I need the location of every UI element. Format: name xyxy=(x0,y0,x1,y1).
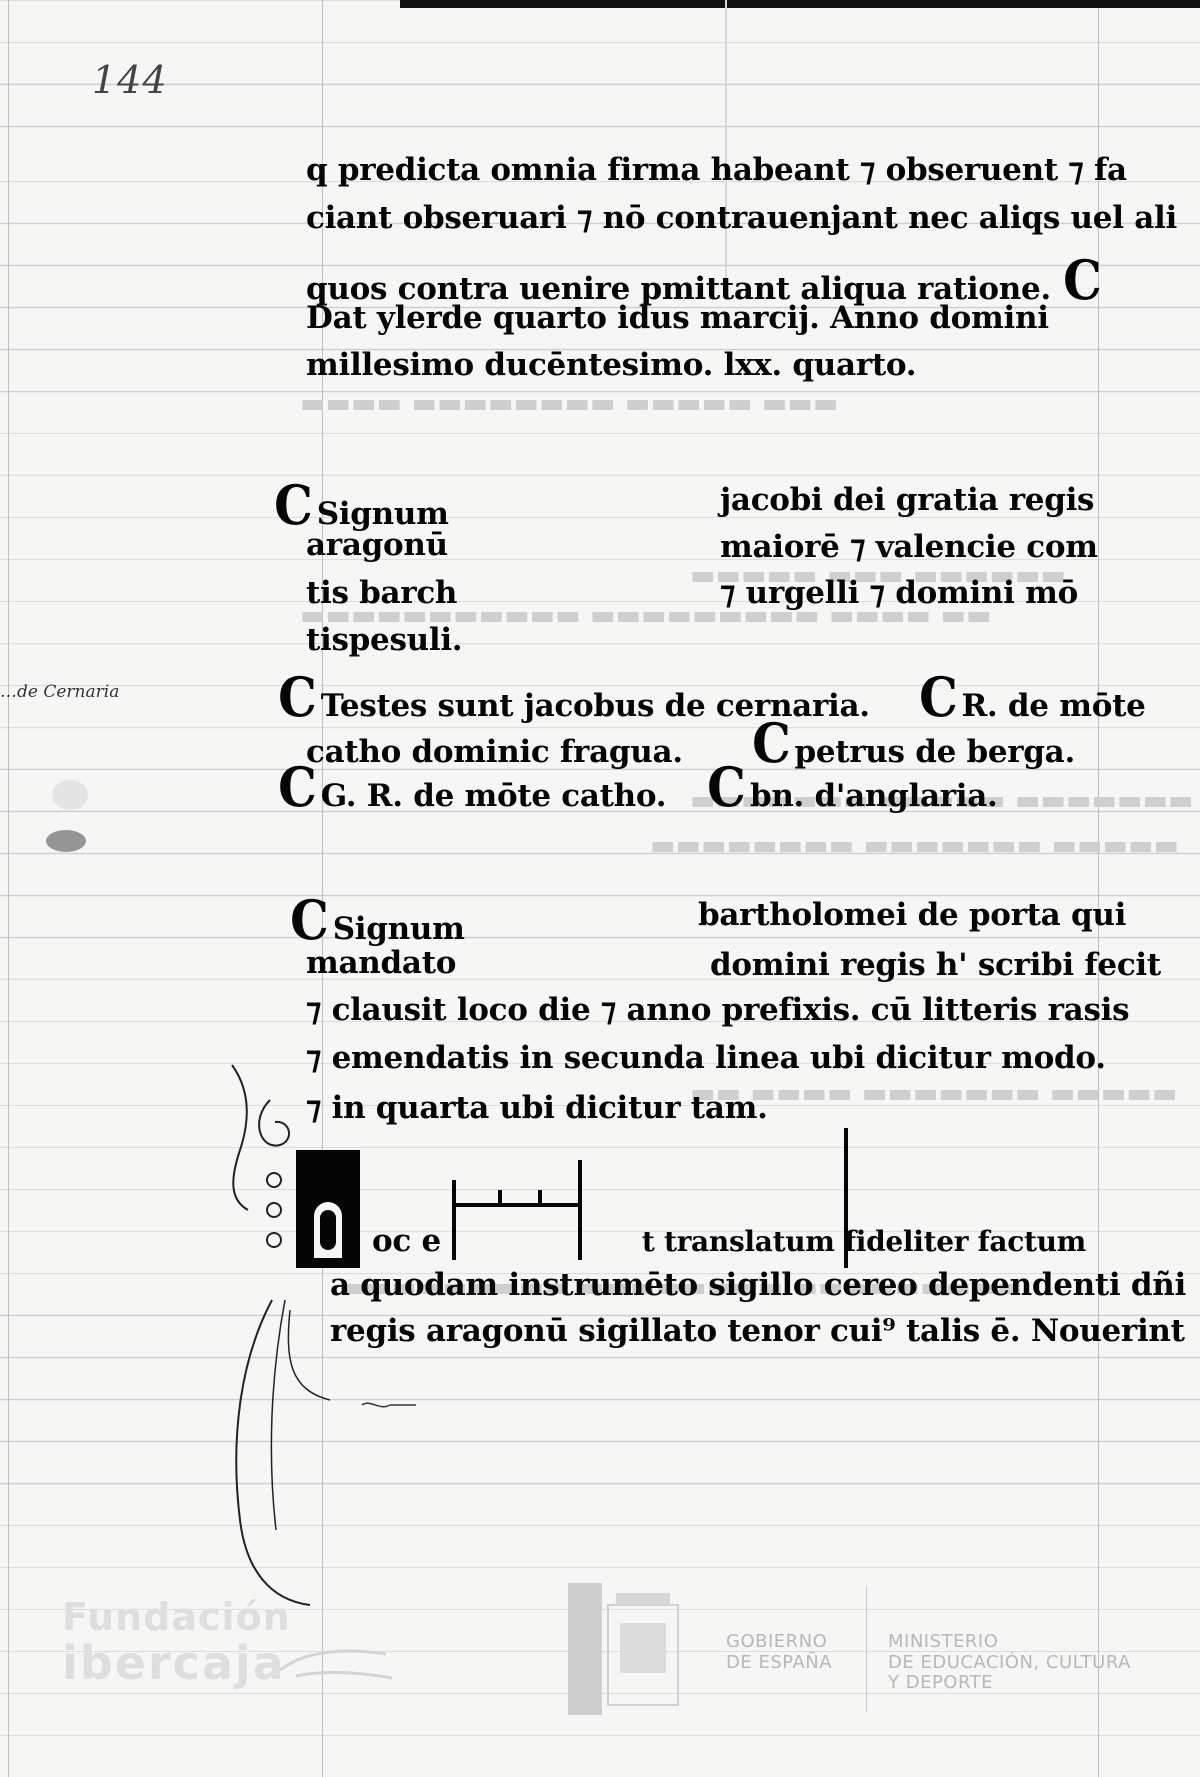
rubric-mark: C xyxy=(278,665,317,729)
signum2-full-2: ⁊ emendatis in secunda linea ubi dicitur… xyxy=(306,1040,1106,1076)
witness-3b: bn. d'anglaria. xyxy=(749,778,998,814)
signum1-left-2: aragonū xyxy=(306,527,448,563)
signum2-left-2: mandato xyxy=(306,945,457,981)
signum1-left-3: tis barch xyxy=(306,575,458,611)
section3-line-3: regis aragonū sigillato tenor cui⁹ talis… xyxy=(330,1313,1185,1349)
rubric-mark: C xyxy=(278,755,317,819)
decorated-initial-h: h xyxy=(296,1150,360,1268)
witness-1a: Testes sunt jacobus de cernaria. xyxy=(320,688,870,724)
ministerio-text: MINISTERIO DE EDUCACIÓN, CULTURA Y DEPOR… xyxy=(888,1631,1131,1694)
witness-1b: R. de mōte xyxy=(961,688,1146,724)
signum2-full-1: ⁊ clausit loco die ⁊ anno prefixis. cū l… xyxy=(306,992,1130,1028)
signum1-right-3: ⁊ urgelli ⁊ domini mō xyxy=(720,575,1079,611)
signum1-right-1: jacobi dei gratia regis xyxy=(720,482,1095,518)
initial-flourish xyxy=(231,1064,331,1606)
ministerio-line-3: Y DEPORTE xyxy=(888,1672,994,1694)
ink-dash xyxy=(361,1402,416,1408)
scan-top-shadow xyxy=(400,0,1200,8)
section3-line-2: a quodam instrumēto sigillo cereo depend… xyxy=(330,1267,1186,1303)
ministerio-line-2: DE EDUCACIÓN, CULTURA xyxy=(888,1651,1131,1673)
ink-smudge xyxy=(46,830,86,852)
section3-line-1a: oc e xyxy=(372,1223,441,1259)
section3-line-1: oc e t translatum fideliter factum xyxy=(372,1226,1086,1257)
signum1-left-1-text: Signum xyxy=(316,496,449,532)
signum-vertical-stroke xyxy=(844,1128,848,1268)
ministerio-line-1: MINISTERIO xyxy=(888,1631,999,1652)
bleed-through: ▬▬▬▬▬ ▬▬▬▬▬▬▬ ▬▬▬▬▬▬▬▬ xyxy=(650,830,1180,861)
gobierno-espana-text: GOBIERNO DE ESPAÑA xyxy=(726,1631,833,1673)
rubric-mark: C xyxy=(274,473,313,537)
text-line-3-content: quos contra uenire pmittant aliqua ratio… xyxy=(306,271,1051,307)
witness-2b: petrus de berga. xyxy=(794,734,1075,770)
margin-annotation: …de Cernaria xyxy=(0,682,120,702)
signum2-right-1: bartholomei de porta qui xyxy=(698,897,1127,933)
margin-rule-right xyxy=(1098,0,1099,1777)
text-line-1: q predicta omnia firma habeant ⁊ obserue… xyxy=(306,152,1127,188)
rubric-mark: C xyxy=(918,665,958,729)
gobierno-line-2: DE ESPAÑA xyxy=(726,1651,833,1673)
text-line-2: ciant obseruari ⁊ nō contrauenjant nec a… xyxy=(306,200,1177,236)
text-line-4: Dat ylerde quarto idus marcij. Anno domi… xyxy=(306,300,1049,336)
witness-2a: catho dominic fragua. xyxy=(306,734,683,770)
text-line-5: millesimo ducēntesimo. lxx. quarto. xyxy=(306,347,917,383)
margin-rule-left xyxy=(322,0,323,1777)
rubric-mark: C xyxy=(1063,248,1103,312)
section3-line-1b: t translatum fideliter factum xyxy=(641,1225,1087,1258)
fundacion-ibercaja-logo: Fundación ibercaja xyxy=(62,1598,291,1686)
signum2-full-3: ⁊ in quarta ubi dicitur tam. xyxy=(306,1090,768,1126)
rubric-mark: C xyxy=(290,888,329,952)
page-fold xyxy=(725,0,727,300)
signum1-right-2: maiorē ⁊ valencie com xyxy=(720,529,1098,565)
signum-castle-mark xyxy=(452,1160,582,1260)
ibercaja-text: ibercaja xyxy=(62,1636,286,1690)
logo-separator xyxy=(866,1587,867,1712)
rubric-mark: C xyxy=(751,711,791,775)
gobierno-line-1: GOBIERNO xyxy=(726,1631,828,1652)
text-line-3: quos contra uenire pmittant aliqua ratio… xyxy=(306,253,1106,307)
folio-number: 144 xyxy=(92,58,168,102)
bleed-through: ▬▬▬ ▬▬▬▬▬ ▬▬▬▬▬▬▬▬ ▬▬▬▬ xyxy=(300,388,839,419)
witness-3a: G. R. de mōte catho. xyxy=(320,778,667,814)
stain xyxy=(52,780,88,810)
signum2-right-2: domini regis h' scribi fecit xyxy=(710,947,1161,983)
rubric-mark: C xyxy=(707,755,746,819)
ibercaja-swoosh-icon xyxy=(279,1649,393,1680)
page-edge-rule xyxy=(8,0,9,1777)
signum1-left-4: tispesuli. xyxy=(306,622,463,658)
signum2-left-1-text: Signum xyxy=(332,911,465,947)
fundacion-text: Fundación xyxy=(62,1595,291,1639)
spain-coat-of-arms-icon xyxy=(568,1583,679,1715)
